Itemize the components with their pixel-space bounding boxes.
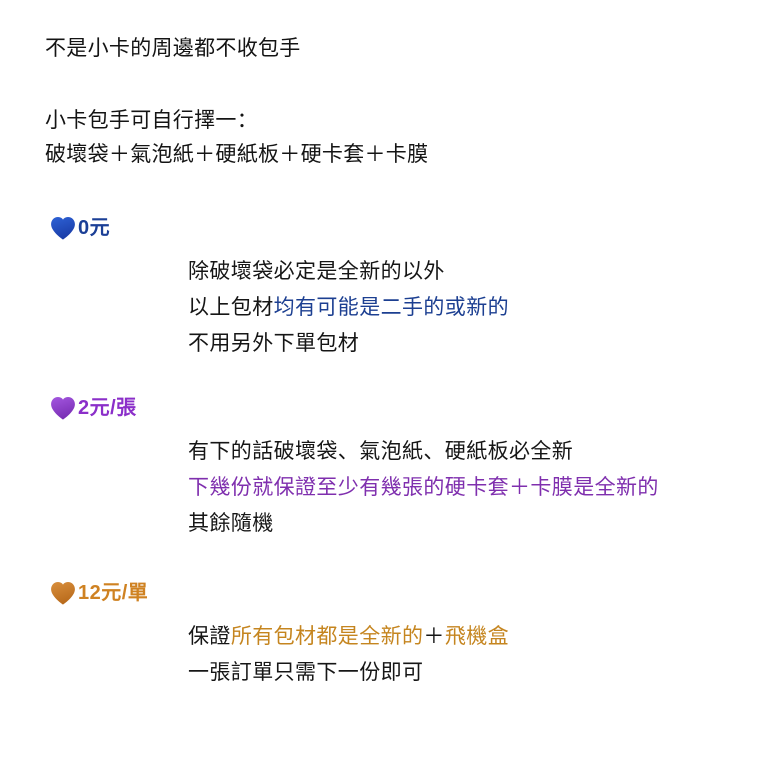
description-line: 以上包材均有可能是二手的或新的 [188, 290, 745, 326]
description-line: 不用另外下單包材 [188, 326, 745, 362]
description-line: 下幾份就保證至少有幾張的硬卡套＋卡膜是全新的 [188, 470, 745, 506]
text-segment: ＋ [423, 625, 445, 648]
tier-price-label: 0元 [78, 217, 111, 239]
price-tier-free: 0元除破壞袋必定是全新的以外以上包材均有可能是二手的或新的不用另外下單包材 [45, 212, 745, 362]
emphasis-segment: 飛機盒 [444, 625, 510, 648]
description-line: 有下的話破壞袋、氣泡紙、硬紙板必全新 [188, 434, 745, 470]
description-line: 保證所有包材都是全新的＋飛機盒 [188, 619, 745, 655]
purple-heart-icon [50, 395, 78, 421]
description-line: 一張訂單只需下一份即可 [188, 655, 745, 691]
blue-heart-icon [50, 215, 78, 241]
text-segment: 一張訂單只需下一份即可 [188, 661, 424, 684]
tier-header: 0元 [50, 212, 745, 244]
text-segment: 保證 [188, 625, 231, 648]
text-segment: 其餘隨機 [188, 512, 274, 535]
tier-description: 除破壞袋必定是全新的以外以上包材均有可能是二手的或新的不用另外下單包材 [188, 254, 745, 362]
emphasis-segment: 下幾份就保證至少有幾張的硬卡套＋卡膜是全新的 [188, 476, 659, 499]
text-segment: 不用另外下單包材 [188, 332, 360, 355]
price-tier-per-card: 2元/張有下的話破壞袋、氣泡紙、硬紙板必全新下幾份就保證至少有幾張的硬卡套＋卡膜… [45, 392, 745, 542]
text-segment: 以上包材 [188, 296, 274, 319]
orange-heart-icon [50, 580, 78, 606]
price-tier-per-order: 12元/單保證所有包材都是全新的＋飛機盒一張訂單只需下一份即可 [45, 577, 745, 691]
headline-text: 不是小卡的周邊都不收包手 [45, 37, 301, 60]
tier-price-label: 2元/張 [78, 397, 137, 419]
tier-header: 12元/單 [50, 577, 745, 609]
tier-description: 有下的話破壞袋、氣泡紙、硬紙板必全新下幾份就保證至少有幾張的硬卡套＋卡膜是全新的… [188, 434, 745, 542]
materials-text: 破壞袋＋氣泡紙＋硬紙板＋硬卡套＋卡膜 [45, 143, 429, 166]
tier-header: 2元/張 [50, 392, 745, 424]
intro-block: 不是小卡的周邊都不收包手 小卡包手可自行擇一： 破壞袋＋氣泡紙＋硬紙板＋硬卡套＋… [45, 32, 725, 172]
text-segment: 有下的話破壞袋、氣泡紙、硬紙板必全新 [188, 440, 574, 463]
text-segment: 除破壞袋必定是全新的以外 [188, 260, 445, 283]
tier-price-label: 12元/單 [78, 582, 149, 604]
tier-description: 保證所有包材都是全新的＋飛機盒一張訂單只需下一份即可 [188, 619, 745, 691]
emphasis-segment: 所有包材都是全新的 [230, 625, 424, 648]
subhead-text: 小卡包手可自行擇一： [45, 109, 258, 132]
description-line: 除破壞袋必定是全新的以外 [188, 254, 745, 290]
emphasis-segment: 均有可能是二手的或新的 [273, 296, 510, 319]
intro-spacer [45, 66, 725, 104]
description-line: 其餘隨機 [188, 506, 745, 542]
